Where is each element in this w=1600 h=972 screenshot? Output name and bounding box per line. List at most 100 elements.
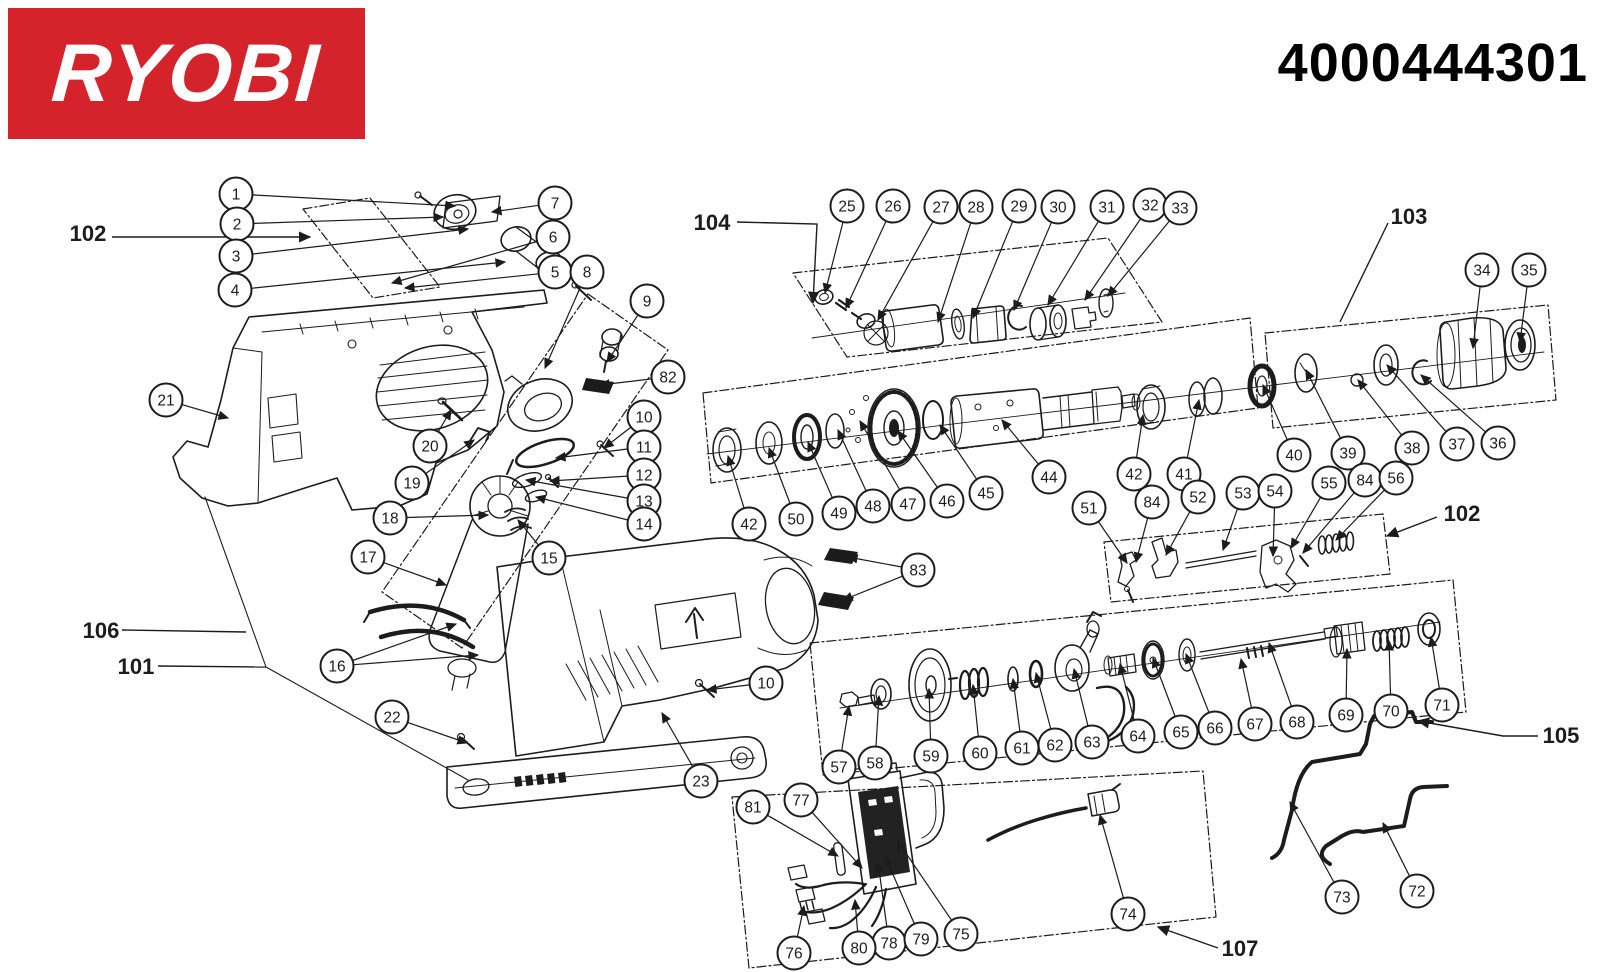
callout-47-46[interactable]: 47 (890, 486, 926, 522)
leader-line-56 (1335, 489, 1385, 541)
callout-65-68[interactable]: 65 (1163, 714, 1199, 750)
callout-78-81[interactable]: 78 (871, 925, 907, 961)
callout-42-42[interactable]: 42 (1116, 456, 1152, 492)
callout-14-14[interactable]: 14 (626, 506, 662, 542)
callout-42-50[interactable]: 42 (731, 506, 767, 542)
callout-84-57[interactable]: 84 (1347, 462, 1383, 498)
callout-20-20[interactable]: 20 (412, 428, 448, 464)
callout-10-10[interactable]: 10 (626, 399, 662, 435)
callout-38-38[interactable]: 38 (1394, 430, 1430, 466)
callout-16-16[interactable]: 16 (319, 648, 355, 684)
group-label-106-3[interactable]: 106 (83, 618, 120, 643)
svg-text:49: 49 (830, 506, 847, 523)
callout-53-54[interactable]: 53 (1225, 475, 1261, 511)
callout-23-23[interactable]: 23 (683, 763, 719, 799)
callout-27-27[interactable]: 27 (923, 189, 959, 225)
callout-7-6[interactable]: 7 (537, 185, 573, 221)
callout-35-35[interactable]: 35 (1511, 252, 1547, 288)
callout-2-1[interactable]: 2 (219, 206, 255, 242)
callout-48-47[interactable]: 48 (855, 488, 891, 524)
callout-25-25[interactable]: 25 (829, 188, 865, 224)
callout-29-29[interactable]: 29 (1001, 188, 1037, 224)
callout-28-28[interactable]: 28 (958, 189, 994, 225)
group-label-103-2[interactable]: 103 (1391, 204, 1428, 229)
callout-71-74[interactable]: 71 (1424, 687, 1460, 723)
callout-46-45[interactable]: 46 (929, 483, 965, 519)
group-boxes (302, 197, 1557, 969)
callout-56-58[interactable]: 56 (1378, 460, 1414, 496)
callout-67-70[interactable]: 67 (1237, 706, 1273, 742)
callout-81-84[interactable]: 81 (735, 789, 771, 825)
callout-44-43[interactable]: 44 (1031, 459, 1067, 495)
callout-52-53[interactable]: 52 (1180, 479, 1216, 515)
callout-10-24[interactable]: 10 (748, 665, 784, 701)
callout-4-3[interactable]: 4 (217, 272, 253, 308)
callout-80-83[interactable]: 80 (841, 930, 877, 966)
callout-51-51[interactable]: 51 (1071, 490, 1107, 526)
callout-70-73[interactable]: 70 (1373, 693, 1409, 729)
callout-21-21[interactable]: 21 (148, 382, 184, 418)
group-leader-104 (736, 221, 820, 305)
callout-45-44[interactable]: 45 (968, 475, 1004, 511)
callout-9-8[interactable]: 9 (629, 283, 665, 319)
callout-64-67[interactable]: 64 (1120, 718, 1156, 754)
callout-26-26[interactable]: 26 (875, 188, 911, 224)
callout-74-77[interactable]: 74 (1110, 896, 1146, 932)
callout-72-75[interactable]: 72 (1399, 873, 1435, 909)
callout-73-76[interactable]: 73 (1324, 879, 1360, 915)
callout-62-65[interactable]: 62 (1037, 727, 1073, 763)
leader-line-65 (1151, 656, 1176, 717)
callout-63-66[interactable]: 63 (1074, 724, 1110, 760)
callout-6-5[interactable]: 6 (535, 219, 571, 255)
group-label-105-6[interactable]: 105 (1543, 723, 1580, 748)
callout-59-62[interactable]: 59 (913, 738, 949, 774)
callout-3-2[interactable]: 3 (218, 238, 254, 274)
callout-15-15[interactable]: 15 (531, 540, 567, 576)
callout-57-60[interactable]: 57 (821, 749, 857, 785)
group-label-101-4[interactable]: 101 (118, 654, 155, 679)
callout-36-36[interactable]: 36 (1480, 425, 1516, 461)
callout-30-30[interactable]: 30 (1040, 189, 1076, 225)
callout-83-59[interactable]: 83 (900, 552, 936, 588)
callout-5-4[interactable]: 5 (537, 254, 573, 290)
group-label-107-7[interactable]: 107 (1222, 936, 1259, 961)
group-label-102-5[interactable]: 102 (1444, 501, 1481, 526)
callout-79-82[interactable]: 79 (903, 921, 939, 957)
callout-19-19[interactable]: 19 (394, 465, 430, 501)
callout-22-22[interactable]: 22 (374, 699, 410, 735)
callout-66-69[interactable]: 66 (1197, 710, 1233, 746)
callout-11-11[interactable]: 11 (626, 429, 662, 465)
callout-18-18[interactable]: 18 (372, 500, 408, 536)
leader-line-55 (1290, 496, 1322, 550)
callout-82-9[interactable]: 82 (650, 359, 686, 395)
callout-50-49[interactable]: 50 (778, 501, 814, 537)
callout-8-7[interactable]: 8 (569, 254, 605, 290)
callout-69-72[interactable]: 69 (1328, 697, 1364, 733)
callout-49-48[interactable]: 49 (821, 495, 857, 531)
group-label-102-0[interactable]: 102 (70, 221, 107, 246)
callout-40-40[interactable]: 40 (1276, 437, 1312, 473)
callout-55-56[interactable]: 55 (1311, 465, 1347, 501)
callout-75-78[interactable]: 75 (943, 916, 979, 952)
callout-1-0[interactable]: 1 (218, 176, 254, 212)
callout-54-55[interactable]: 54 (1257, 473, 1293, 509)
callout-77-80[interactable]: 77 (783, 782, 819, 818)
callout-39-39[interactable]: 39 (1330, 435, 1366, 471)
callout-17-17[interactable]: 17 (350, 539, 386, 575)
group-label-104-1[interactable]: 104 (694, 210, 731, 235)
leader-line-7 (490, 204, 539, 216)
callout-34-34[interactable]: 34 (1464, 252, 1500, 288)
callout-31-31[interactable]: 31 (1089, 189, 1125, 225)
callout-12-12[interactable]: 12 (626, 457, 662, 493)
leader-line-39 (1305, 368, 1342, 439)
callout-58-61[interactable]: 58 (857, 745, 893, 781)
callout-60-63[interactable]: 60 (962, 735, 998, 771)
callout-37-37[interactable]: 37 (1439, 426, 1475, 462)
callout-68-71[interactable]: 68 (1279, 704, 1315, 740)
callout-76-79[interactable]: 76 (776, 935, 812, 971)
callout-33-33[interactable]: 33 (1162, 190, 1198, 226)
callout-32-32[interactable]: 32 (1132, 187, 1168, 223)
callout-61-64[interactable]: 61 (1004, 730, 1040, 766)
callout-84-52[interactable]: 84 (1134, 484, 1170, 520)
